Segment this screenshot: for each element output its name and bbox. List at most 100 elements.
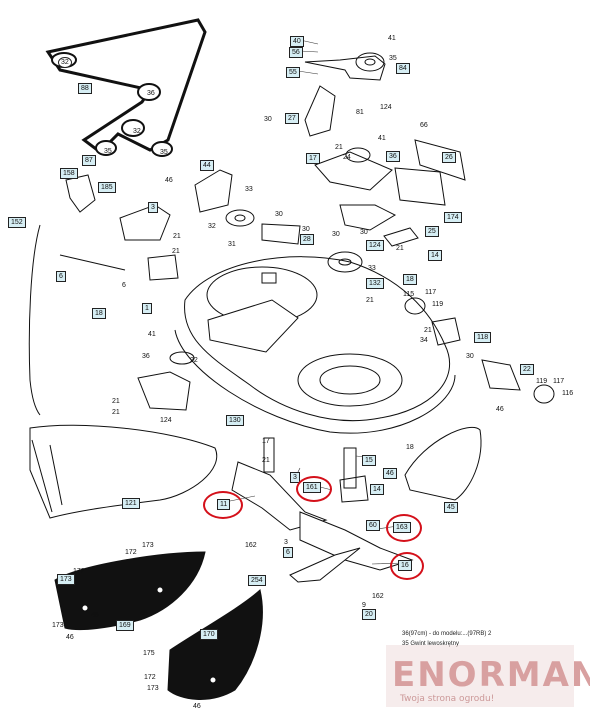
- part-callout: 172: [144, 674, 156, 681]
- part-callout: 44: [200, 160, 214, 171]
- part-callout: 34: [420, 337, 428, 344]
- part-callout: 46: [91, 612, 99, 619]
- part-callout: 22: [520, 364, 534, 375]
- part-callout: 56: [289, 47, 303, 58]
- part-callout: 32: [58, 57, 72, 68]
- part-callout: 174: [444, 212, 462, 223]
- part-callout: 20: [362, 609, 376, 620]
- part-callout: 158: [60, 168, 78, 179]
- part-callout: 14: [428, 250, 442, 261]
- part-callout: 17: [262, 438, 270, 445]
- part-callout: 3: [284, 539, 288, 546]
- part-callout: 119: [536, 378, 548, 385]
- part-callout: 116: [562, 390, 574, 397]
- part-callout: 41: [388, 35, 396, 42]
- part-callout: 60: [366, 520, 380, 531]
- part-callout: 33: [368, 265, 376, 272]
- blade-guard-left: [54, 551, 206, 631]
- part-callout: 81: [356, 109, 364, 116]
- highlight-ring-16: [390, 552, 424, 580]
- part-callout: 26: [442, 152, 456, 163]
- watermark-logo: ENORMAN: [392, 655, 590, 695]
- part-callout: 22: [190, 357, 198, 364]
- part-callout: 45: [444, 502, 458, 513]
- highlight-ring-163: [386, 514, 422, 542]
- part-callout: 132: [366, 278, 384, 289]
- part-callout: 18: [92, 308, 106, 319]
- part-callout: 46: [193, 703, 201, 710]
- spindle-assemblies: [263, 437, 369, 503]
- part-callout: 21: [172, 248, 180, 255]
- part-callout: 14: [370, 484, 384, 495]
- part-callout: 21: [112, 409, 120, 416]
- leader-lines: [224, 39, 405, 565]
- part-callout: 30: [466, 353, 474, 360]
- part-callout: 21: [112, 398, 120, 405]
- part-callout: 28: [300, 234, 314, 245]
- part-callout: 84: [396, 63, 410, 74]
- part-callout: 33: [245, 186, 253, 193]
- part-callout: 41: [378, 135, 386, 142]
- part-callout: 162: [245, 542, 257, 549]
- part-callout: 170: [200, 629, 218, 640]
- part-callout: 21: [396, 245, 404, 252]
- part-callout: 66: [420, 122, 428, 129]
- part-callout: 172: [125, 549, 137, 556]
- part-callout: 3: [290, 472, 300, 483]
- part-callout: 21: [366, 297, 374, 304]
- part-callout: 173: [147, 685, 159, 692]
- part-callout: 169: [116, 620, 134, 631]
- footnote-line-2: 35 Gwint lewoskrętny: [402, 641, 460, 647]
- part-callout: 32: [133, 128, 141, 135]
- part-callout: 119: [432, 301, 444, 308]
- part-callout: 117: [425, 289, 437, 296]
- part-callout: 31: [228, 241, 236, 248]
- part-callout: 40: [290, 36, 304, 47]
- part-callout: 55: [286, 67, 300, 78]
- part-callout: 9: [362, 602, 366, 609]
- part-callout: 46: [140, 610, 148, 617]
- part-callout: 18: [406, 444, 414, 451]
- part-callout: 32: [208, 223, 216, 230]
- part-callout: 21: [335, 144, 343, 151]
- part-callout: 30: [360, 229, 368, 236]
- part-callout: 30: [275, 211, 283, 218]
- idler-pulley-assembly: [225, 52, 466, 273]
- part-callout: 124: [366, 240, 384, 251]
- part-callout: 21: [424, 327, 432, 334]
- part-callout: 15: [362, 455, 376, 466]
- part-callout: 173: [52, 622, 64, 629]
- part-callout: 46: [496, 406, 504, 413]
- part-callout: 18: [403, 274, 417, 285]
- cutting-blades: [231, 461, 414, 583]
- part-callout: 35: [104, 148, 112, 155]
- part-callout: 30: [264, 116, 272, 123]
- blade-guard-right: [167, 589, 263, 700]
- watermark-tagline: Twoja strona ogrodu!: [400, 694, 495, 704]
- part-callout: 124: [160, 417, 172, 424]
- part-callout: 88: [78, 83, 92, 94]
- part-callout: 118: [474, 332, 492, 343]
- part-callout: 173: [142, 542, 154, 549]
- part-callout: 30: [332, 231, 340, 238]
- part-callout: 1: [142, 303, 152, 314]
- highlight-ring-11: [203, 491, 243, 519]
- part-callout: 27: [285, 113, 299, 124]
- part-callout: 3: [148, 202, 158, 213]
- part-callout: 115: [403, 291, 415, 298]
- part-callout: 41: [148, 331, 156, 338]
- part-callout: 30: [302, 226, 310, 233]
- part-callout: 36: [142, 353, 150, 360]
- part-callout: 21: [262, 457, 270, 464]
- part-callout: 162: [372, 593, 384, 600]
- part-callout: 6: [122, 282, 126, 289]
- mower-deck: [174, 256, 456, 434]
- deflector-shield: [404, 426, 482, 501]
- part-callout: 6: [283, 547, 293, 558]
- part-callout: 35: [160, 149, 168, 156]
- watermark-background: [386, 645, 574, 707]
- part-callout: 254: [248, 575, 266, 586]
- discharge-chute: [29, 424, 218, 519]
